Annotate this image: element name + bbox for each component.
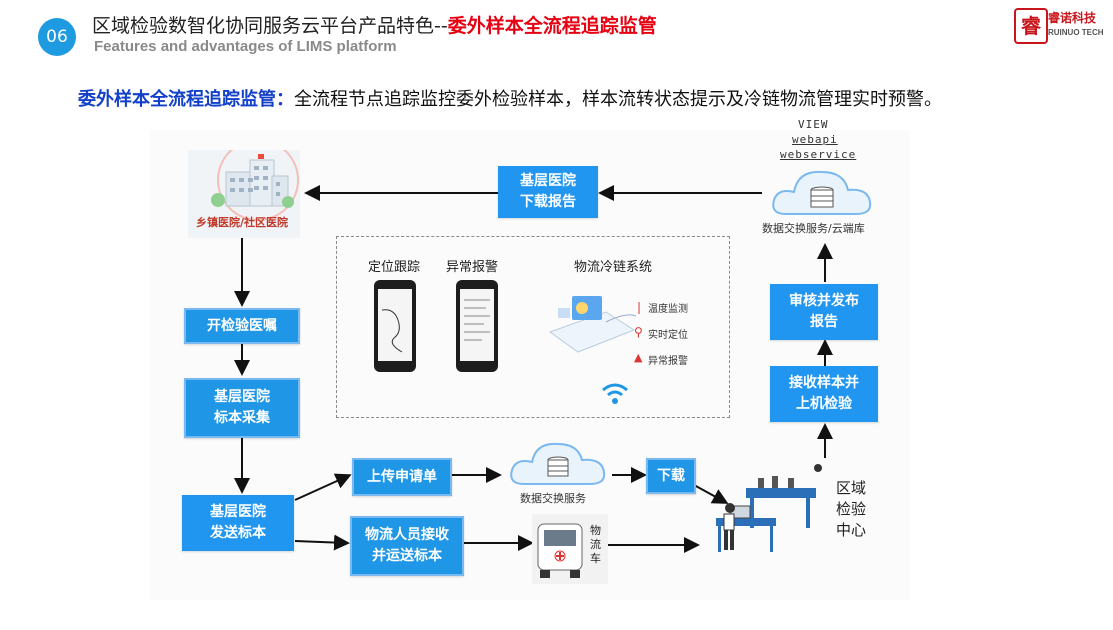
- step-download: 下载: [646, 458, 696, 494]
- step-send-specimen: 基层医院 发送标本: [182, 495, 294, 551]
- step-receive-and-test: 接收样本并 上机检验: [770, 366, 878, 422]
- abnormal-alarm-row: ▲ 异常报警: [634, 351, 694, 368]
- data-exchange-label-bottom: 数据交换服务: [520, 492, 586, 505]
- thermometer-icon: ❘: [634, 300, 645, 314]
- logistics-vehicle-label: 物流车: [590, 524, 601, 565]
- company-logo-en: RUINUO TECH: [1048, 28, 1104, 37]
- regional-lab-illustration: [710, 460, 830, 580]
- phone-locate-icon: [374, 280, 416, 372]
- monitor-cold-chain-label: 物流冷链系统: [574, 260, 653, 275]
- data-exchange-cloud-bottom: 数据交换服务: [506, 434, 610, 505]
- logistics-vehicle: 物流车: [532, 514, 608, 584]
- data-exchange-label-top: 数据交换服务/云端库: [762, 222, 865, 235]
- step-upload-application: 上传申请单: [352, 458, 452, 496]
- feature-description-text: 全流程节点追踪监控委外检验样本，样本流转状态提示及冷链物流管理实时预警。: [294, 89, 942, 110]
- data-exchange-cloud-top: [768, 162, 876, 222]
- step-download-report: 基层医院 下载报告: [498, 166, 598, 218]
- regional-lab-center-label: 区域检验中心: [836, 479, 867, 539]
- monitor-locate-label: 定位跟踪: [368, 260, 421, 275]
- section-number-badge: 06: [38, 18, 76, 56]
- hospital-building-icon: [211, 139, 299, 221]
- page-subtitle: Features and advantages of LIMS platform: [94, 38, 397, 55]
- ambulance-icon: [537, 523, 583, 578]
- location-pin-icon: ⚲: [634, 325, 643, 339]
- company-logo-seal-icon: 睿: [1014, 8, 1048, 44]
- cold-chain-illustration: [546, 282, 637, 368]
- hospital-label: 乡镇医院/社区医院: [196, 216, 289, 229]
- warning-icon: ▲: [634, 351, 643, 364]
- step-logistics-transport: 物流人员接收 并运送标本: [350, 516, 464, 576]
- page-title-highlight: 委外样本全流程追踪监管: [447, 15, 657, 37]
- wifi-icon: [600, 380, 630, 406]
- step-review-and-publish: 审核并发布 报告: [770, 284, 878, 340]
- page-title: 区域检验数智化协同服务云平台产品特色--委外样本全流程追踪监管: [92, 11, 657, 38]
- lab-workstation-icon: [716, 464, 822, 552]
- realtime-location-row: ⚲ 实时定位: [634, 325, 694, 342]
- cloud-database-icon: [772, 170, 872, 215]
- company-logo-cn: 睿诺科技: [1048, 11, 1097, 25]
- monitor-alarm-label: 异常报警: [446, 260, 499, 275]
- cloud-database-icon: [510, 442, 606, 485]
- api-label-webservice: webservice: [780, 148, 857, 161]
- api-label-webapi: webapi: [792, 133, 838, 146]
- realtime-location-label: 实时定位: [648, 330, 688, 341]
- feature-description-label: 委外样本全流程追踪监管：: [78, 89, 294, 110]
- feature-description: 委外样本全流程追踪监管：全流程节点追踪监控委外检验样本，样本流转状态提示及冷链物…: [78, 85, 942, 111]
- workflow-diagram: 乡镇医院/社区医院 开检验医嘱 基层医院 标本采集 基层医院 发送标本 上传申请…: [150, 118, 910, 600]
- api-label-view: VIEW: [798, 118, 829, 131]
- temperature-monitor-label: 温度监测: [648, 304, 688, 315]
- temperature-monitor-row: ❘ 温度监测: [634, 300, 694, 316]
- step-collect-specimen: 基层医院 标本采集: [184, 378, 300, 438]
- abnormal-alarm-label: 异常报警: [648, 356, 688, 367]
- workflow-connectors: [234, 185, 833, 553]
- monitoring-panel: [336, 236, 730, 418]
- phone-alarm-icon: [456, 280, 498, 372]
- hospital-illustration: 乡镇医院/社区医院: [188, 139, 300, 238]
- step-open-order: 开检验医嘱: [184, 308, 300, 344]
- page-title-prefix: 区域检验数智化协同服务云平台产品特色--: [92, 15, 448, 37]
